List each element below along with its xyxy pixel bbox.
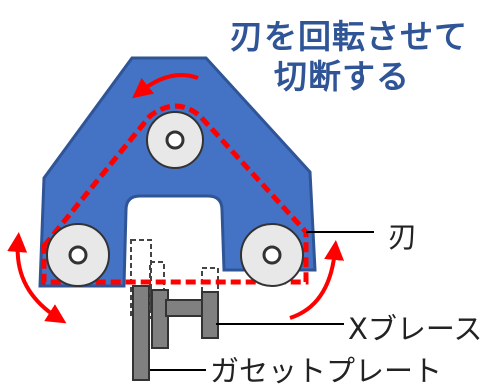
blade-loop — [41, 103, 309, 285]
cutter-body — [38, 56, 317, 288]
x-brace-label: Xブレース — [348, 312, 483, 346]
x-brace-web — [165, 299, 207, 317]
rotation-arrow-left — [7, 232, 67, 324]
gusset-plate-label: ガセットプレート — [210, 354, 443, 388]
blade-label: 刃 — [388, 220, 418, 254]
rotation-arrow-right — [289, 240, 345, 320]
right-pulley — [240, 223, 304, 287]
title-line-2: 切断する — [274, 57, 410, 96]
x-brace-right-flange — [201, 291, 219, 339]
x-brace-left-flange — [151, 289, 169, 349]
gusset-plate — [132, 285, 150, 381]
title-line-1: 刃を回転させて — [230, 17, 468, 56]
top-pulley — [146, 111, 204, 169]
rotation-arrow-top — [132, 73, 199, 99]
left-pulley — [46, 223, 110, 287]
